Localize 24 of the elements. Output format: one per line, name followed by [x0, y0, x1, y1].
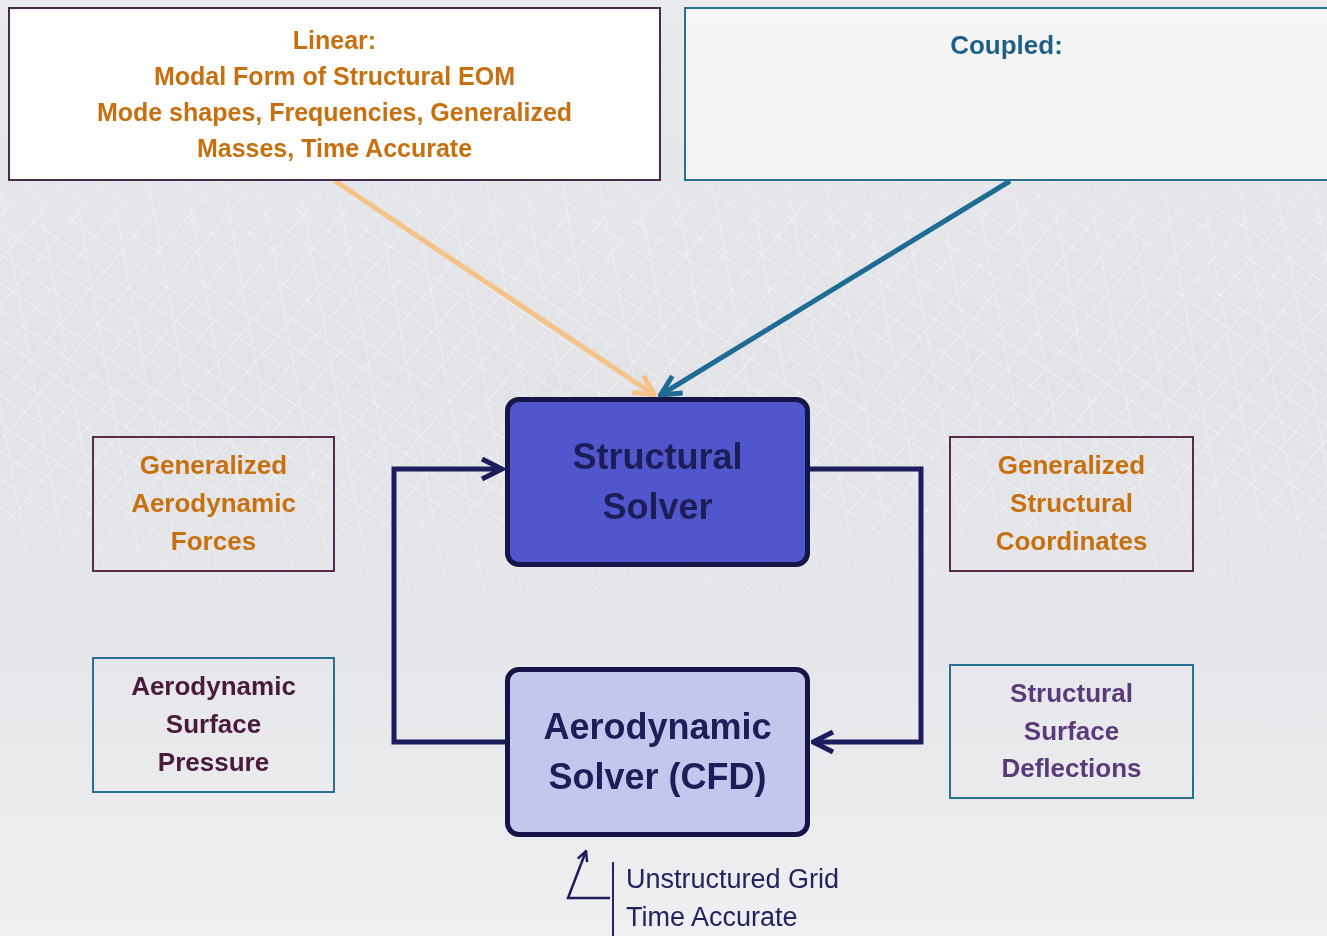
- arrow: [566, 849, 610, 900]
- label-text: Aerodynamic Solver (CFD): [543, 704, 772, 799]
- arrow: [810, 466, 924, 755]
- label-text: Aerodynamic Surface Pressure: [130, 670, 297, 779]
- process-box: [505, 397, 810, 567]
- arrow: [658, 178, 1012, 398]
- label-text: Generalized Aerodynamic Forces: [130, 449, 297, 558]
- text-box: [684, 7, 1327, 181]
- label-text: Modal Form of Structural EOM: [153, 60, 516, 92]
- arrow: [391, 456, 505, 745]
- label-text: Structural Solver: [571, 434, 744, 529]
- text-box: [92, 436, 335, 572]
- text-box: [92, 657, 335, 793]
- text-box: [949, 664, 1194, 799]
- label-text: Structural Surface Deflections: [1000, 676, 1143, 786]
- process-box: [505, 667, 810, 837]
- label-text: Time Accurate: [626, 901, 798, 934]
- label-text: Coupled:: [950, 29, 1063, 62]
- label-text: Unstructured Grid: [626, 863, 840, 897]
- label-text: Mode shapes, Frequencies, Generalized Masses, Time Accurate: [95, 97, 574, 165]
- text-box: [949, 436, 1194, 572]
- text-box: [8, 7, 661, 181]
- heading-text: Linear:: [292, 24, 377, 56]
- label-text: Generalized Structural Coordinates: [994, 449, 1149, 558]
